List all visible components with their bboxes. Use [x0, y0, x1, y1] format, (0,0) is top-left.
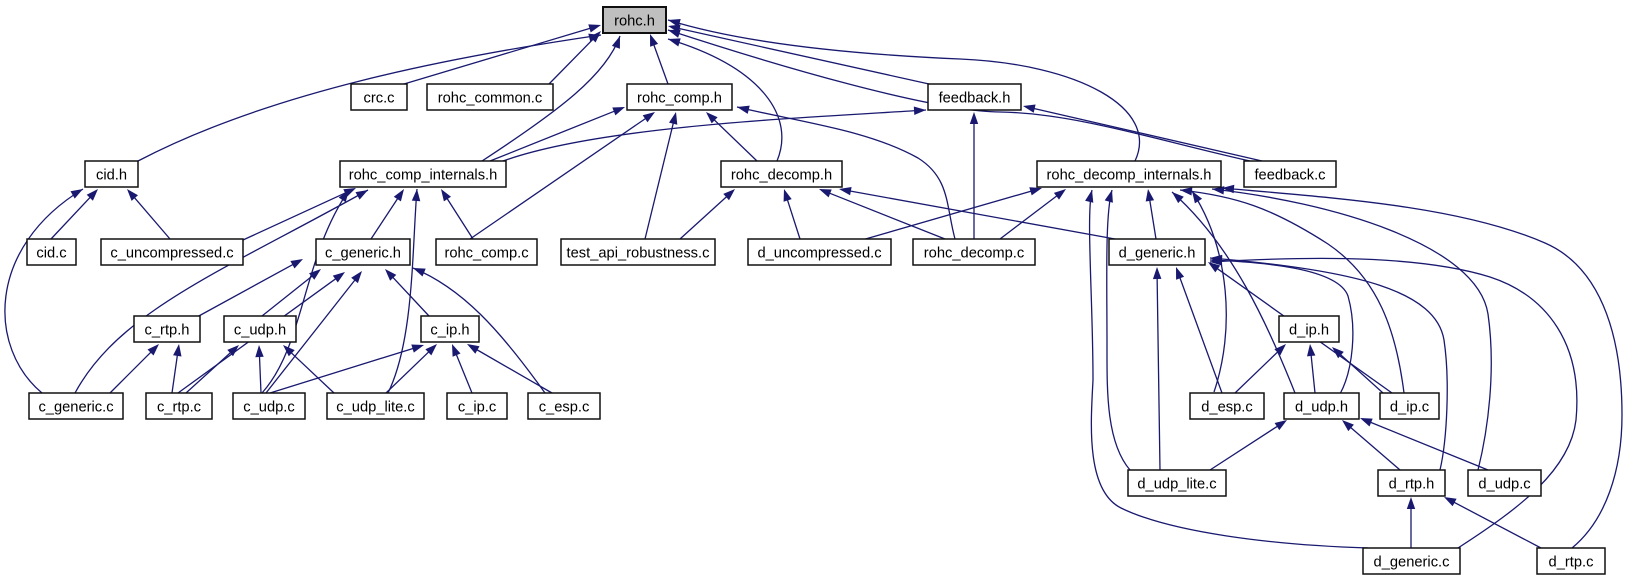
svg-text:c_uncompressed.c: c_uncompressed.c: [110, 246, 233, 262]
svg-text:rohc_comp.h: rohc_comp.h: [637, 91, 722, 107]
svg-text:c_ip.c: c_ip.c: [458, 400, 496, 416]
svg-text:test_api_robustness.c: test_api_robustness.c: [567, 246, 710, 262]
svg-text:crc.c: crc.c: [363, 91, 394, 107]
svg-text:d_rtp.h: d_rtp.h: [1389, 477, 1435, 493]
svg-text:c_generic.c: c_generic.c: [38, 400, 113, 416]
svg-text:feedback.c: feedback.c: [1254, 168, 1325, 184]
svg-text:rohc_decomp.c: rohc_decomp.c: [924, 246, 1024, 262]
svg-text:c_udp.c: c_udp.c: [243, 400, 294, 416]
svg-text:c_generic.h: c_generic.h: [325, 246, 401, 262]
svg-text:rohc_comp.c: rohc_comp.c: [444, 246, 528, 262]
svg-text:c_esp.c: c_esp.c: [539, 400, 590, 416]
svg-text:rohc_decomp.h: rohc_decomp.h: [731, 168, 832, 184]
svg-text:cid.c: cid.c: [36, 246, 66, 262]
svg-text:d_rtp.c: d_rtp.c: [1549, 555, 1594, 571]
svg-text:c_rtp.h: c_rtp.h: [145, 323, 190, 339]
svg-text:d_generic.h: d_generic.h: [1119, 246, 1196, 262]
svg-text:rohc.h: rohc.h: [614, 14, 655, 30]
svg-text:rohc_comp_internals.h: rohc_comp_internals.h: [349, 168, 498, 184]
svg-text:d_ip.c: d_ip.c: [1390, 400, 1429, 416]
svg-text:c_udp_lite.c: c_udp_lite.c: [336, 400, 414, 416]
svg-text:d_uncompressed.c: d_uncompressed.c: [757, 246, 881, 262]
svg-text:cid.h: cid.h: [96, 168, 127, 184]
svg-text:c_ip.h: c_ip.h: [430, 323, 469, 339]
svg-text:d_udp.c: d_udp.c: [1478, 477, 1530, 493]
svg-text:feedback.h: feedback.h: [939, 91, 1011, 107]
svg-text:d_esp.c: d_esp.c: [1201, 400, 1252, 416]
svg-text:d_udp_lite.c: d_udp_lite.c: [1137, 477, 1216, 493]
svg-text:d_udp.h: d_udp.h: [1295, 400, 1348, 416]
svg-text:d_ip.h: d_ip.h: [1289, 323, 1329, 339]
svg-text:rohc_common.c: rohc_common.c: [438, 91, 542, 107]
svg-text:c_udp.h: c_udp.h: [234, 323, 286, 339]
svg-text:d_generic.c: d_generic.c: [1374, 555, 1450, 571]
svg-text:c_rtp.c: c_rtp.c: [157, 400, 201, 416]
svg-text:rohc_decomp_internals.h: rohc_decomp_internals.h: [1047, 168, 1212, 184]
